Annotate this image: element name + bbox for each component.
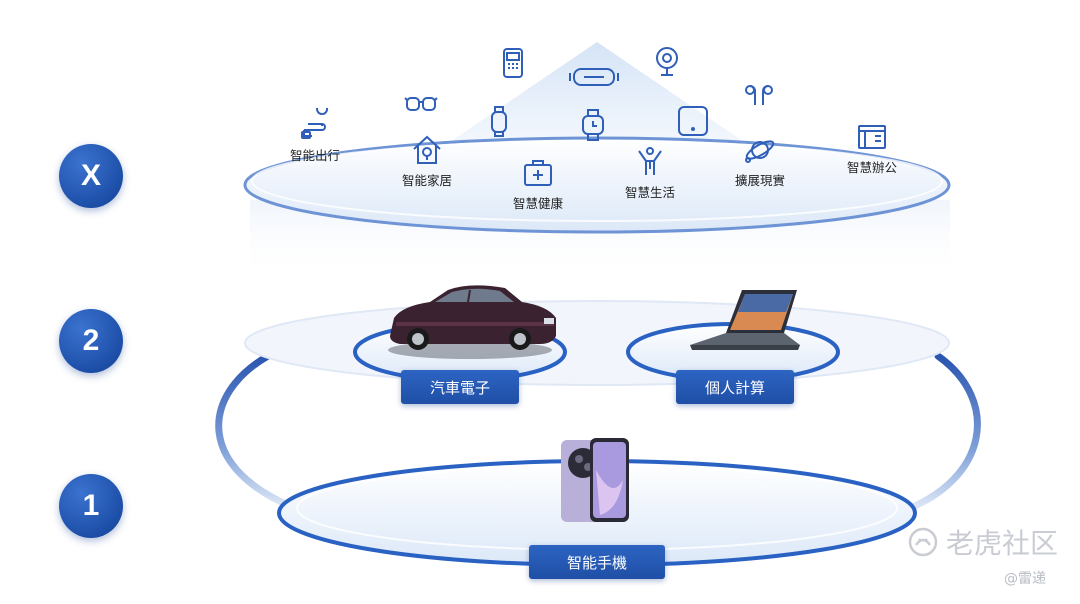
icon-label: 智能家居	[402, 173, 453, 188]
left-connector-arc	[215, 352, 304, 514]
smart-band-icon	[482, 104, 516, 142]
watermark-main-text: 老虎社区	[946, 527, 1059, 560]
icon-smart-office: 智慧辦公	[847, 120, 897, 176]
tag-automotive-electronics: 汽車電子	[401, 370, 519, 404]
tiger-logo-icon	[908, 527, 938, 557]
watermark-logo: 老虎社区	[906, 522, 1058, 562]
pos-terminal-icon	[496, 46, 530, 84]
layer-badge-1: 1	[59, 474, 123, 538]
office-door-icon	[858, 125, 886, 149]
laptop-image	[690, 290, 800, 350]
icon-label: 智慧辦公	[847, 160, 898, 175]
tag-smartphone: 智能手機	[529, 545, 665, 579]
earbuds-icon	[742, 82, 776, 120]
smart-home-icon	[413, 135, 441, 164]
layer-badge-2: 2	[59, 309, 123, 373]
vr-glasses-icon	[404, 88, 438, 126]
tag-personal-computing: 個人計算	[676, 370, 794, 404]
icon-smart-mobility: 智能出行	[290, 108, 340, 164]
person-activity-icon	[638, 147, 662, 175]
icon-extended-reality: 擴展現實	[735, 133, 785, 189]
icon-smart-health: 智慧健康	[513, 156, 563, 212]
right-connector-arc	[896, 352, 981, 516]
tablet-icon	[676, 104, 710, 142]
layer-badge-x: X	[59, 144, 123, 208]
icon-label: 智能出行	[290, 148, 341, 163]
vr-headset-icon	[568, 60, 620, 98]
icon-smart-home: 智能家居	[402, 133, 452, 189]
medical-kit-icon	[524, 160, 552, 186]
icon-label: 智慧生活	[625, 185, 676, 200]
route-pin-icon	[301, 108, 329, 139]
smartwatch-icon	[576, 108, 610, 146]
webcam-icon	[650, 44, 684, 82]
icon-label: 智慧健康	[513, 196, 564, 211]
watermark-sub-text: @雷递	[1004, 571, 1046, 587]
sedan-car-image	[388, 285, 556, 359]
orbit-planet-icon	[745, 140, 775, 163]
icon-label: 擴展現實	[735, 173, 786, 188]
icon-smart-living: 智慧生活	[625, 145, 675, 201]
smartphone-image	[561, 438, 629, 522]
layer-2-disc	[244, 300, 950, 386]
